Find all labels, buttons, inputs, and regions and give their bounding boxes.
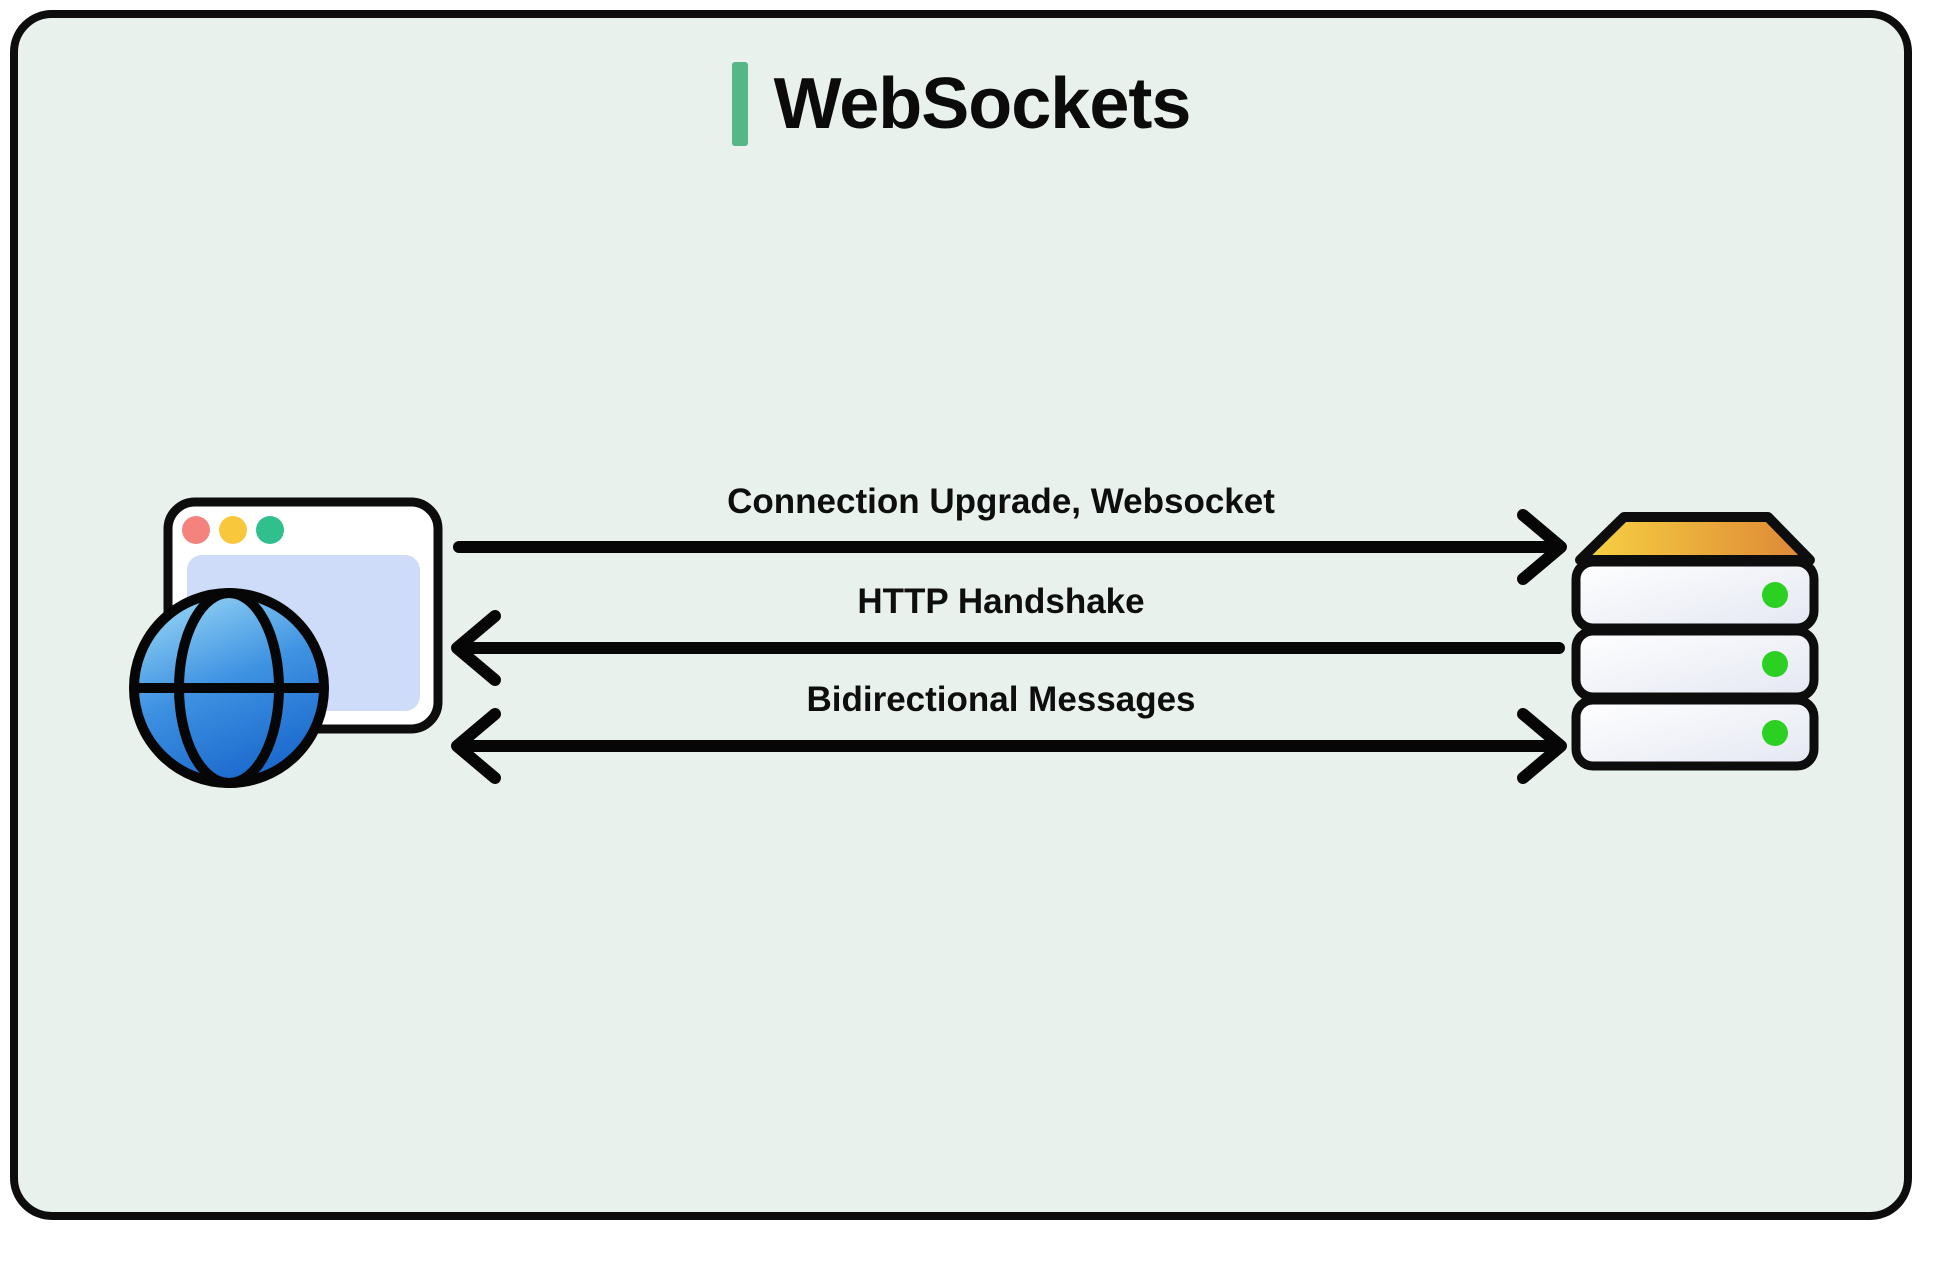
title-row: WebSockets [18,62,1904,146]
server-led-icon [1762,720,1788,746]
arrowhead-left-icon [451,610,501,686]
server-unit-3 [1571,695,1819,771]
diagram-canvas: WebSockets [10,10,1912,1220]
arrowhead-right-icon [1517,509,1567,585]
arrowhead-left-icon [451,708,501,784]
traffic-light-green-icon [256,516,284,544]
message-label-connection-upgrade: Connection Upgrade, Websocket [727,482,1275,521]
server-led-icon [1762,651,1788,677]
server-top [1575,512,1815,565]
message-label-bidirectional: Bidirectional Messages [806,680,1196,719]
arrow-connection-upgrade [453,509,1567,585]
page-title: WebSockets [773,64,1192,144]
globe-icon [129,588,329,788]
arrowhead-right-icon [1517,708,1567,784]
server-icon [1571,512,1819,771]
arrow-bidirectional [451,708,1567,784]
arrow-http-handshake [451,610,1565,686]
browser-icon [129,497,443,788]
title-accent-bar [731,62,748,146]
traffic-light-yellow-icon [219,516,247,544]
websocket-flow-diagram [129,497,1819,788]
traffic-light-red-icon [182,516,210,544]
server-led-icon [1762,582,1788,608]
message-label-http-handshake: HTTP Handshake [857,582,1145,621]
